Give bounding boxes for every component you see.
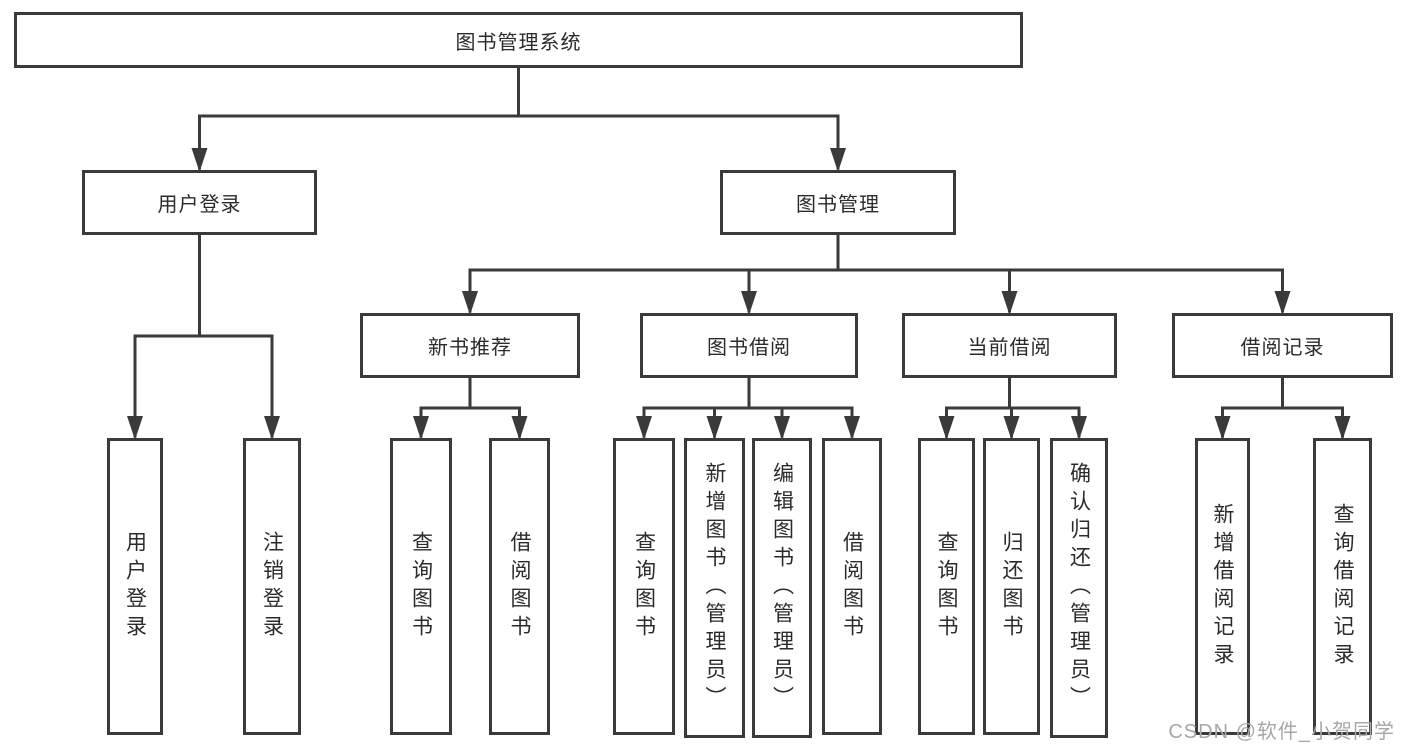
node-bb-edit: 编辑图书（管理员）: [752, 438, 812, 738]
node-label: 当前借阅: [967, 337, 1052, 359]
connector-line: [419, 376, 521, 438]
arrowhead-icon: [706, 416, 723, 440]
watermark-text: CSDN @软件_小贺同学: [1168, 721, 1395, 743]
node-bb-add: 新增图书（管理员）: [684, 438, 745, 738]
connector-line: [468, 233, 1284, 313]
node-cb-query: 查询图书: [918, 438, 975, 735]
connector-line: [133, 233, 274, 438]
arrowhead-icon: [1001, 291, 1018, 315]
arrowhead-icon: [774, 416, 790, 440]
arrowhead-icon: [636, 416, 652, 440]
node-label: 图书借阅: [707, 337, 791, 359]
node-label: 新增图书（管理员）: [703, 462, 726, 714]
node-nbr-query: 查询图书: [390, 438, 452, 735]
node-label: 新增借阅记录: [1211, 502, 1234, 671]
node-bb-borrow: 借阅图书: [822, 438, 882, 735]
node-label: 查询图书: [409, 530, 433, 643]
node-label: 用户登录: [157, 194, 242, 216]
node-label: 查询图书: [935, 530, 958, 643]
node-label: 归还图书: [1000, 530, 1023, 643]
arrowhead-icon: [938, 416, 955, 440]
arrowhead-icon: [1071, 416, 1087, 440]
arrowhead-icon: [462, 291, 478, 315]
node-ul-logout: 注销登录: [243, 438, 301, 735]
node-label: 借阅记录: [1240, 337, 1325, 359]
node-br-add: 新增借阅记录: [1195, 438, 1250, 735]
node-ul-login: 用户登录: [107, 438, 163, 735]
arrowhead-icon: [191, 148, 208, 172]
arrowhead-icon: [1003, 416, 1020, 440]
connector-line: [642, 376, 854, 438]
arrowhead-icon: [413, 416, 429, 440]
node-root: 图书管理系统: [14, 12, 1023, 68]
arrowhead-icon: [1274, 291, 1291, 315]
arrowhead-icon: [511, 416, 528, 440]
arrowhead-icon: [1334, 416, 1351, 440]
node-borrow-record: 借阅记录: [1172, 313, 1393, 378]
arrowhead-icon: [264, 416, 280, 440]
node-label: 查询图书: [632, 530, 656, 643]
node-cb-return: 归还图书: [983, 438, 1040, 735]
arrowhead-icon: [741, 291, 757, 315]
node-label: 确认归还（管理员）: [1067, 462, 1091, 714]
node-label: 借阅图书: [508, 530, 531, 643]
node-current-borrow: 当前借阅: [902, 313, 1117, 378]
arrowhead-icon: [1214, 416, 1231, 440]
node-label: 查询借阅记录: [1331, 502, 1354, 671]
node-cb-confirm: 确认归还（管理员）: [1050, 438, 1108, 738]
node-label: 图书管理: [796, 194, 880, 216]
arrowhead-icon: [830, 148, 846, 172]
node-label: 注销登录: [260, 530, 284, 643]
node-label: 借阅图书: [840, 530, 864, 643]
node-label: 编辑图书（管理员）: [770, 462, 794, 714]
node-br-query: 查询借阅记录: [1313, 438, 1372, 735]
node-nbr-borrow: 借阅图书: [489, 438, 550, 735]
node-label: 用户登录: [123, 530, 147, 643]
node-label: 新书推荐: [428, 337, 512, 359]
node-bb-query: 查询图书: [613, 438, 675, 735]
arrowhead-icon: [844, 416, 860, 440]
node-label: 图书管理系统: [455, 31, 582, 54]
node-user-login: 用户登录: [82, 170, 317, 235]
node-book-borrow: 图书借阅: [640, 313, 858, 378]
node-new-book-rec: 新书推荐: [360, 313, 580, 378]
arrowhead-icon: [127, 416, 143, 440]
connector-line: [198, 66, 840, 170]
connector-line: [1221, 376, 1344, 438]
node-book-mgmt: 图书管理: [720, 170, 956, 235]
